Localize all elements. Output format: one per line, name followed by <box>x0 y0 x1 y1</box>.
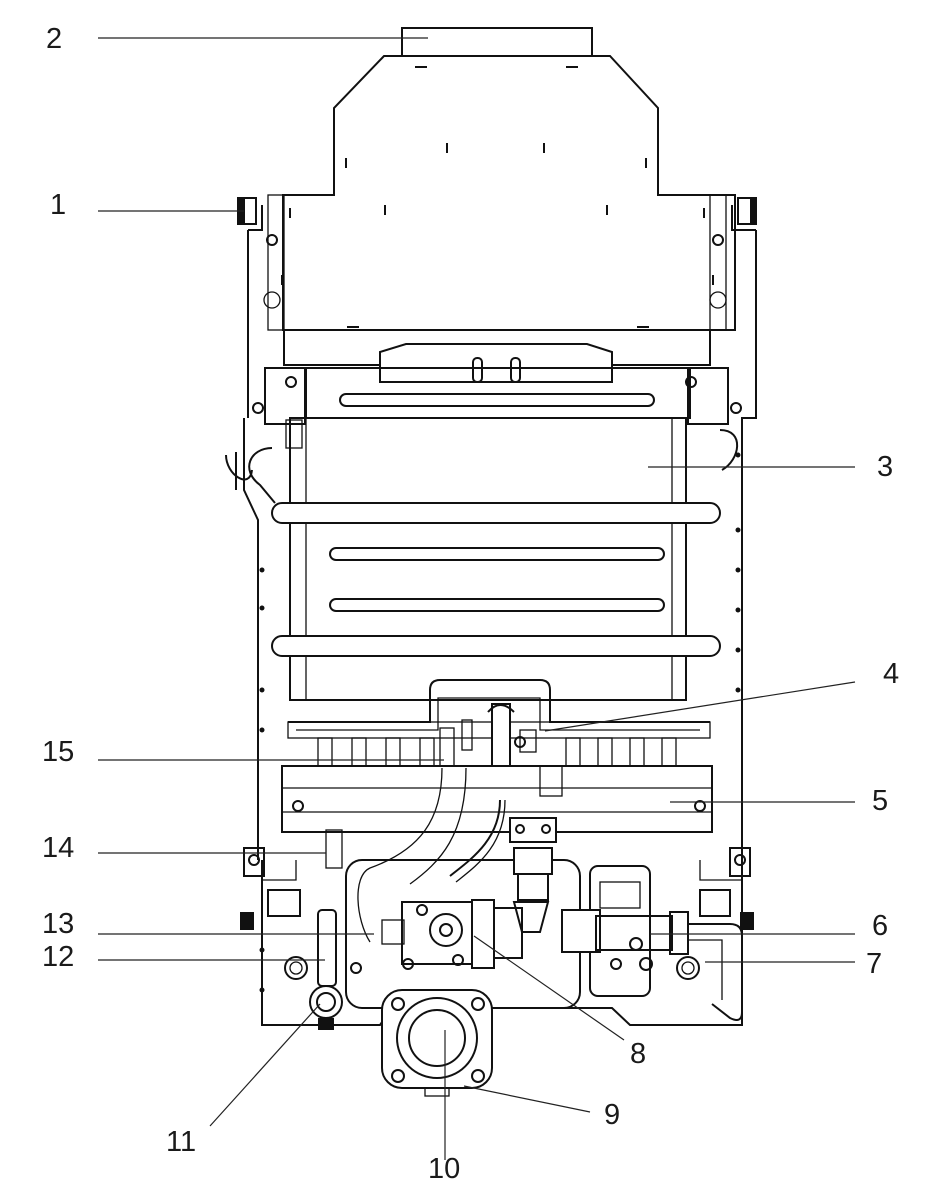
callout-2: 2 <box>46 23 63 55</box>
leader-lines <box>98 37 856 1160</box>
fan-motor <box>381 989 493 1097</box>
leader-11 <box>209 1003 321 1127</box>
back-frame <box>237 194 757 993</box>
callout-13: 13 <box>42 908 75 940</box>
callout-9: 9 <box>604 1099 621 1131</box>
leader-8 <box>473 935 625 1041</box>
callout-6: 6 <box>872 910 889 942</box>
callout-10: 10 <box>428 1153 461 1185</box>
callout-8: 8 <box>630 1038 647 1070</box>
callout-7: 7 <box>866 948 883 980</box>
callout-4: 4 <box>883 658 900 690</box>
callout-3: 3 <box>877 451 894 483</box>
leader-9 <box>463 1085 591 1113</box>
callout-12: 12 <box>42 941 75 973</box>
callout-15: 15 <box>42 736 75 768</box>
leader-4 <box>544 681 856 732</box>
callout-5: 5 <box>872 785 889 817</box>
flue-hood <box>281 27 736 331</box>
heat-exchanger <box>225 343 739 701</box>
callout-1: 1 <box>50 189 67 221</box>
callout-14: 14 <box>42 832 75 864</box>
callout-11: 11 <box>166 1126 197 1158</box>
